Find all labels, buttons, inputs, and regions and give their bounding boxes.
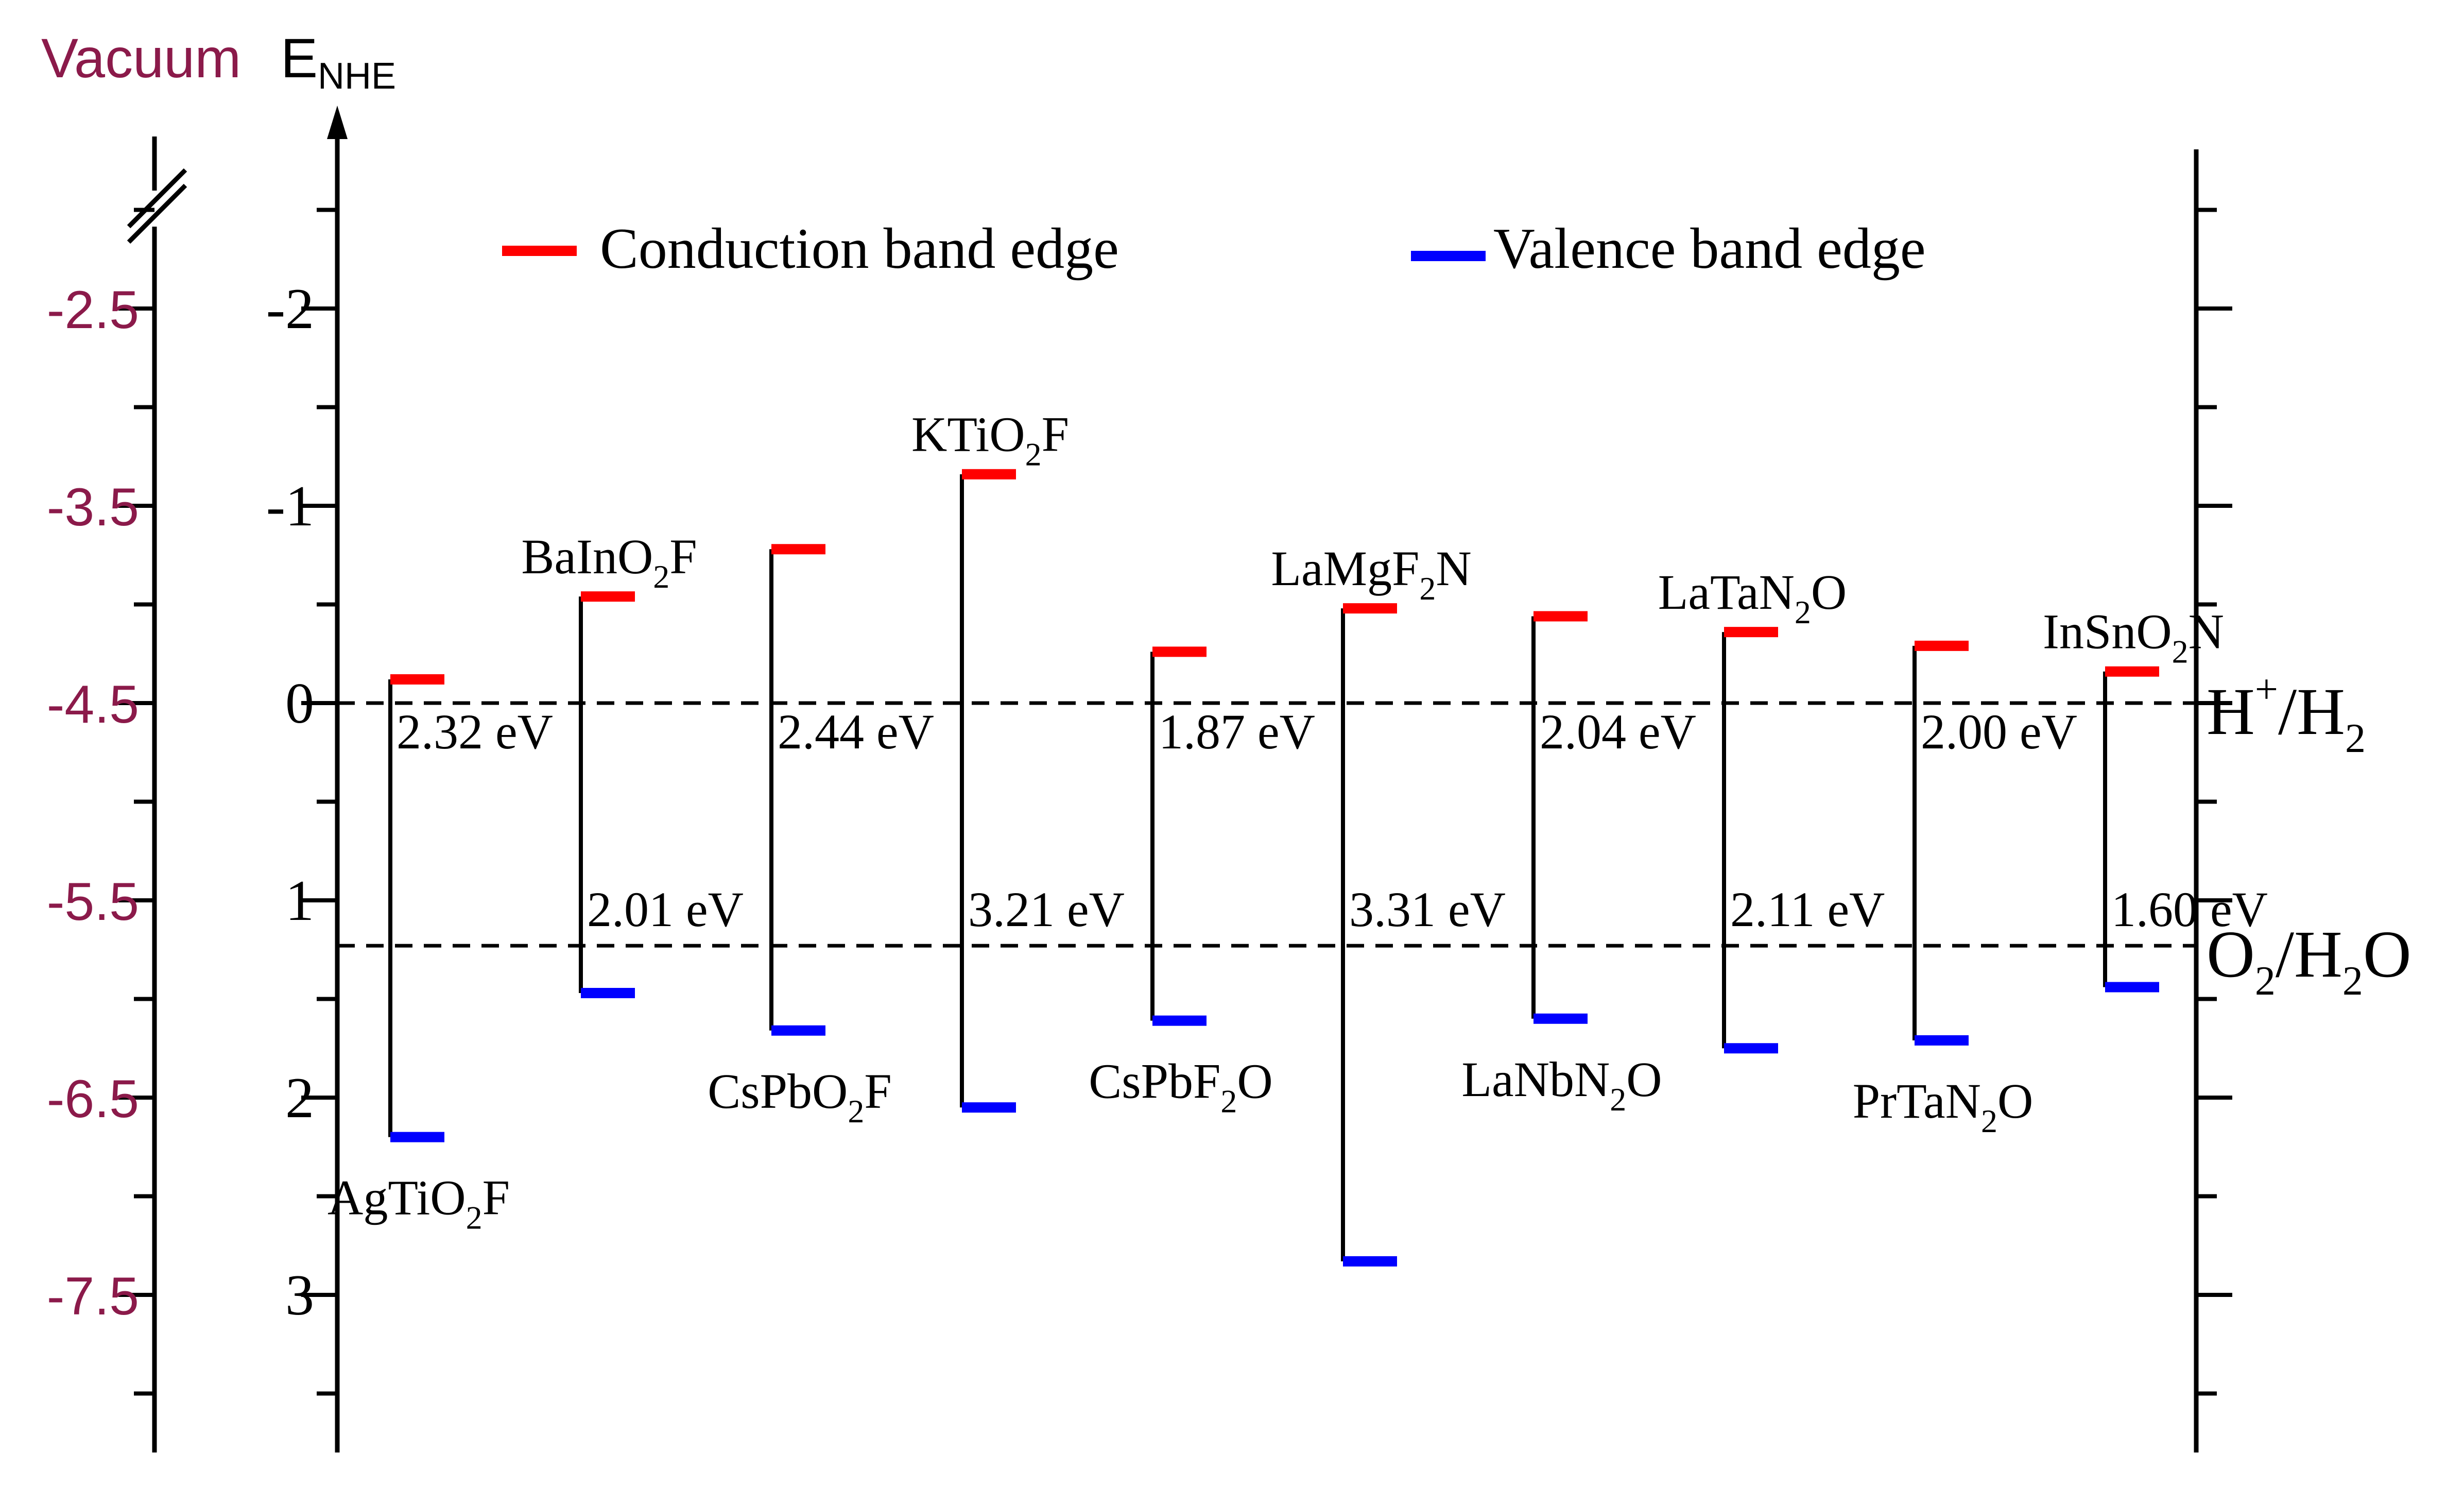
band-gap-label: 1.60 eV [2111,882,2268,937]
compound-name: InSnO2N [2043,604,2224,670]
vacuum-tick-label: -7.5 [47,1267,139,1326]
nhe-tick-label: 2 [285,1066,314,1130]
compound-name: LaMgF2N [1271,541,1471,607]
nhe-tick-label: -2 [266,277,314,341]
vacuum-tick-label: -2.5 [47,280,139,340]
legend: Conduction band edge Valence band edge [502,217,1926,281]
compound-name: KTiO2F [911,407,1069,473]
compound-name: BaInO2F [521,529,697,595]
compound-name: AgTiO2F [328,1170,510,1236]
vacuum-tick-label: -5.5 [47,872,139,932]
reference-line-label: H+/H2 [2207,667,2366,761]
band-gap-label: 2.01 eV [587,882,744,937]
axis-break-mark [127,183,187,244]
legend-valence-label: Valence band edge [1493,217,1926,281]
band-gap-label: 2.04 eV [1540,704,1696,759]
band-gap-label: 2.11 eV [1730,882,1885,937]
compound-name: LaNbN2O [1461,1052,1662,1118]
legend-conduction-label: Conduction band edge [600,217,1119,281]
axes: -2 -1 0 1 2 3 -2.5 -3.5 -4.5 -5.5 -6.5 -7.5 [47,106,2232,1452]
nhe-tick-label: 1 [285,869,314,933]
band-gap-label: 2.44 eV [778,704,934,759]
reference-line-label: O2/H2O [2207,917,2411,1004]
enhe-sub: NHE [318,56,396,97]
compound-name: PrTaN2O [1853,1073,2034,1139]
nhe-tick-label: 3 [285,1263,314,1327]
nhe-axis-arrow [327,106,348,139]
band-gap-label: 3.31 eV [1349,882,1506,937]
vacuum-tick-label: -6.5 [47,1069,139,1129]
band-gap-label: 1.87 eV [1159,704,1315,759]
compound-name: LaTaN2O [1658,565,1847,630]
vacuum-tick-label: -4.5 [47,675,139,734]
compound-name: CsPbO2F [708,1064,892,1130]
vacuum-tick-label: -3.5 [47,477,139,537]
vacuum-axis-title: Vacuum [41,27,241,89]
band-gap-label: 2.32 eV [397,704,553,759]
enhe-axis-title: ENHE [281,27,396,97]
nhe-tick-label: -1 [266,474,314,538]
axis-break-mark [127,168,187,229]
band-gap-label: 2.00 eV [1921,704,2077,759]
enhe-main: E [281,27,318,89]
compound-name: CsPbF2O [1089,1054,1273,1120]
nhe-tick-label: 0 [285,672,314,736]
band-gap-label: 3.21 eV [968,882,1125,937]
